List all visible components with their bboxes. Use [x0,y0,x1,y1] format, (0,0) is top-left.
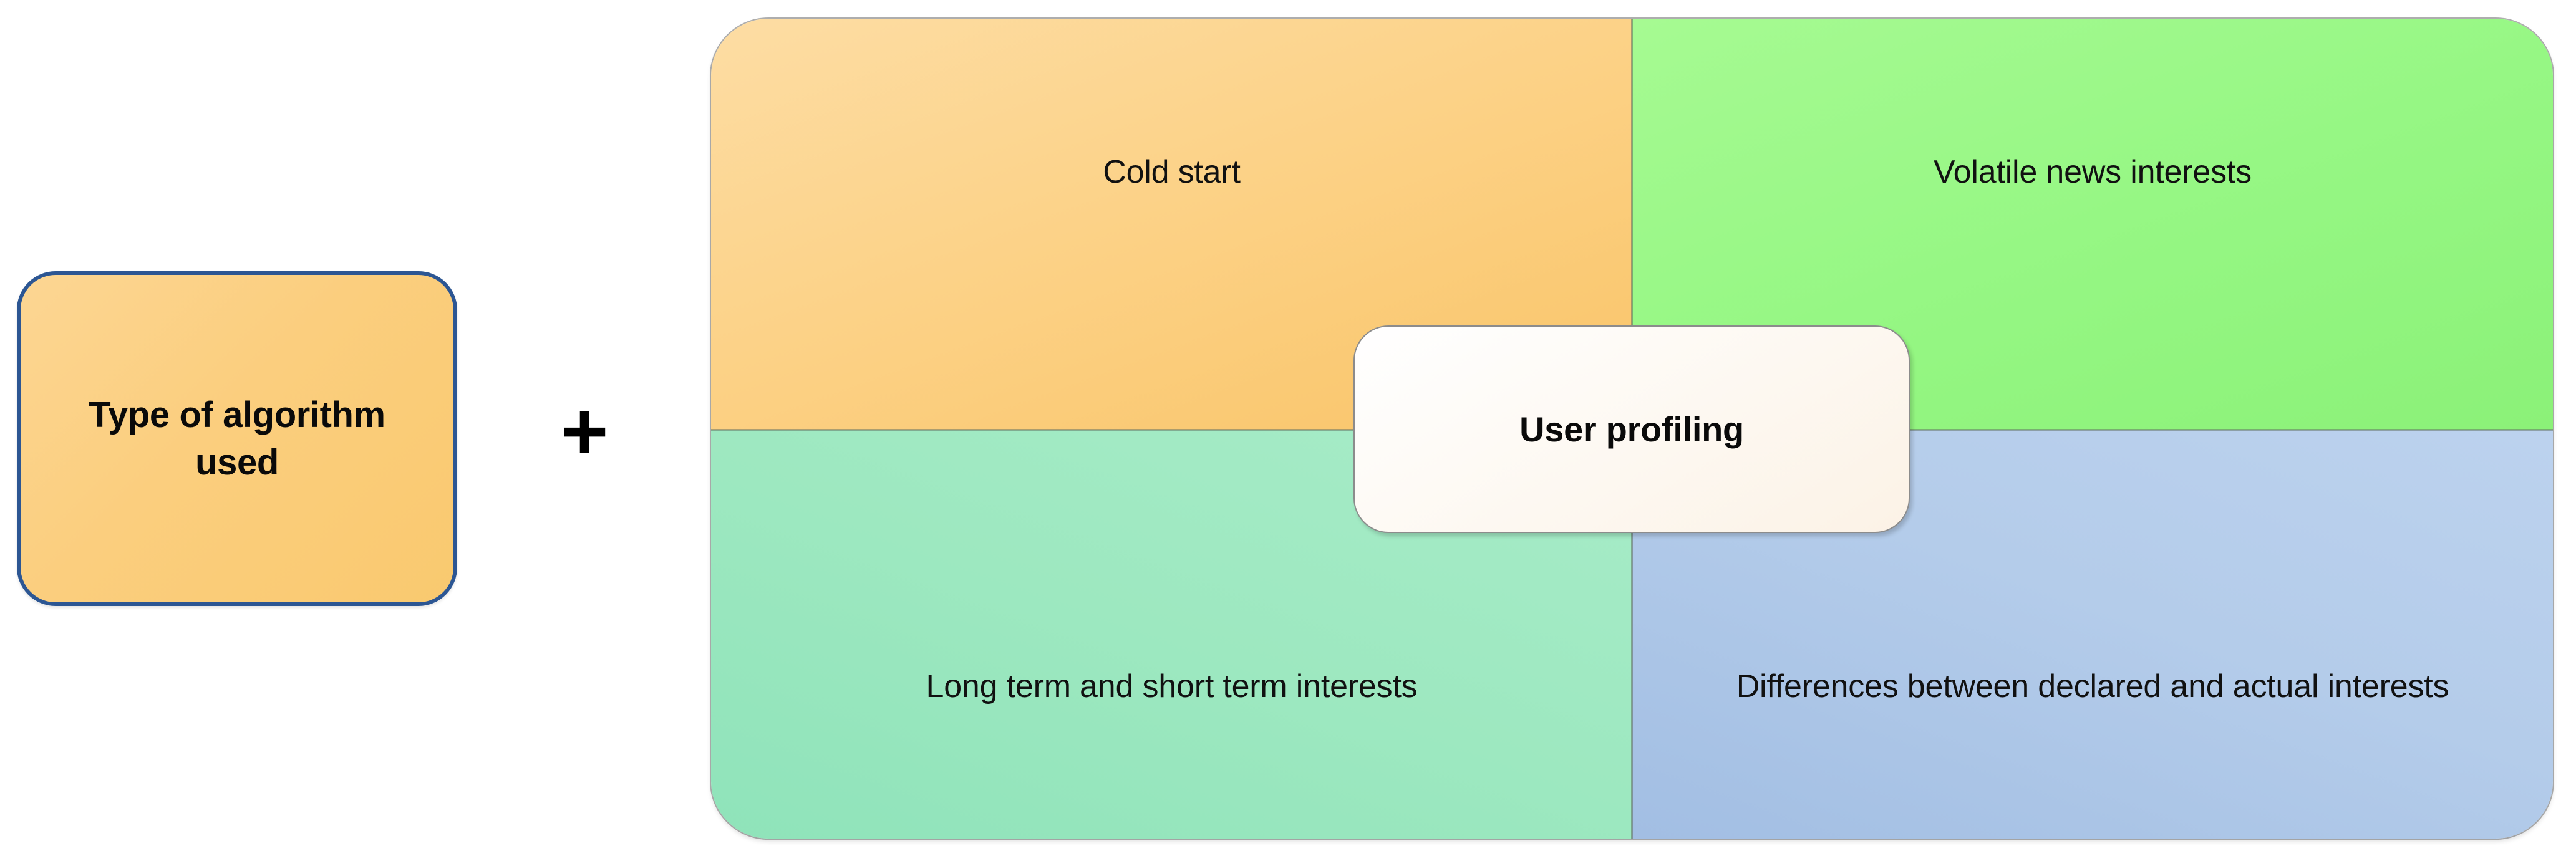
plus-icon: + [560,385,609,477]
quadrant-declared-vs-actual-interests-label: Differences between declared and actual … [1736,668,2449,705]
quadrant-cold-start[interactable]: Cold start [711,19,1632,430]
quadrant-long-short-term-interests-label: Long term and short term interests [926,668,1418,705]
algorithm-type-box[interactable]: Type of algorithm used [17,271,457,606]
quadrant-cold-start-label: Cold start [1103,154,1241,190]
algorithm-type-label: Type of algorithm used [89,395,385,483]
quadrant-volatile-news-interests-label: Volatile news interests [1934,154,2252,190]
user-profiling-box[interactable]: User profiling [1353,325,1910,533]
quadrant-long-short-term-interests[interactable]: Long term and short term interests [711,430,1632,839]
user-profiling-label: User profiling [1519,410,1744,449]
